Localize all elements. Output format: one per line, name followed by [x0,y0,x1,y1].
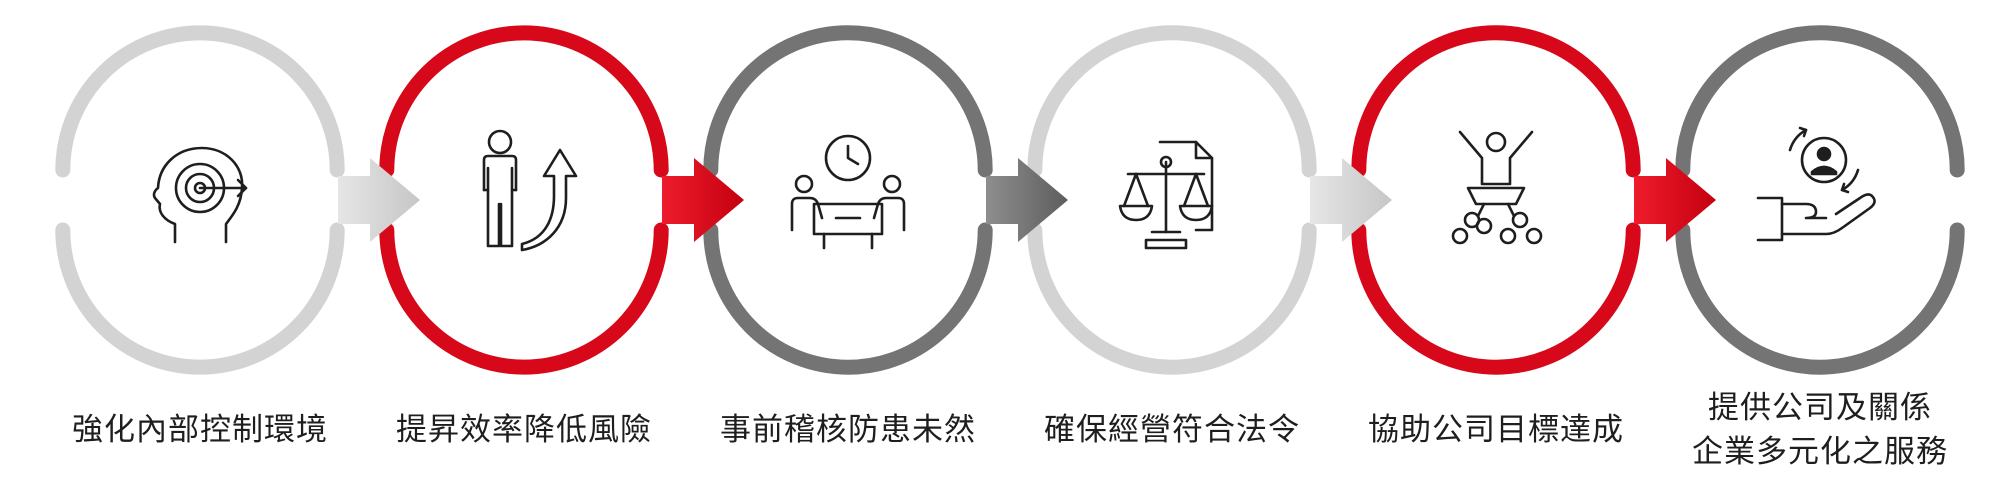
meeting-clock-icon [790,134,906,250]
arrow-2 [662,158,744,242]
ring-2 [379,25,669,375]
step-label-2-line-1: 提昇效率降低風險 [396,412,652,448]
ring-5 [1351,25,1641,375]
arrow-5 [1634,158,1716,242]
arrow-1 [338,158,420,242]
step-label-3: 事前稽核防患未然 [698,408,998,452]
person-growth-arrow-icon [482,129,578,252]
ring-6 [1675,25,1965,375]
step-label-1-line-1: 強化內部控制環境 [72,412,328,448]
head-target-icon [152,146,248,244]
step-label-3-line-1: 事前稽核防患未然 [720,412,976,448]
step-label-1: 強化內部控制環境 [50,408,350,452]
step-label-6: 提供公司及關係 企業多元化之服務 [1670,386,1970,474]
scales-document-icon [1118,140,1214,250]
step-label-4-line-1: 確保經營符合法令 [1044,412,1300,448]
ring-4 [1027,25,1317,375]
step-label-6-line-1: 提供公司及關係 [1708,390,1932,426]
step-label-6-line-2: 企業多元化之服務 [1692,434,1948,470]
ring-3 [703,25,993,375]
arrow-3 [986,158,1068,242]
step-label-4: 確保經營符合法令 [1022,408,1322,452]
step-label-5: 協助公司目標達成 [1346,408,1646,452]
step-label-2: 提昇效率降低風險 [374,408,674,452]
leader-team-icon [1451,130,1543,245]
step-label-5-line-1: 協助公司目標達成 [1368,412,1624,448]
ring-1 [55,25,345,375]
hand-service-icon [1756,126,1876,242]
arrow-4 [1310,158,1392,242]
